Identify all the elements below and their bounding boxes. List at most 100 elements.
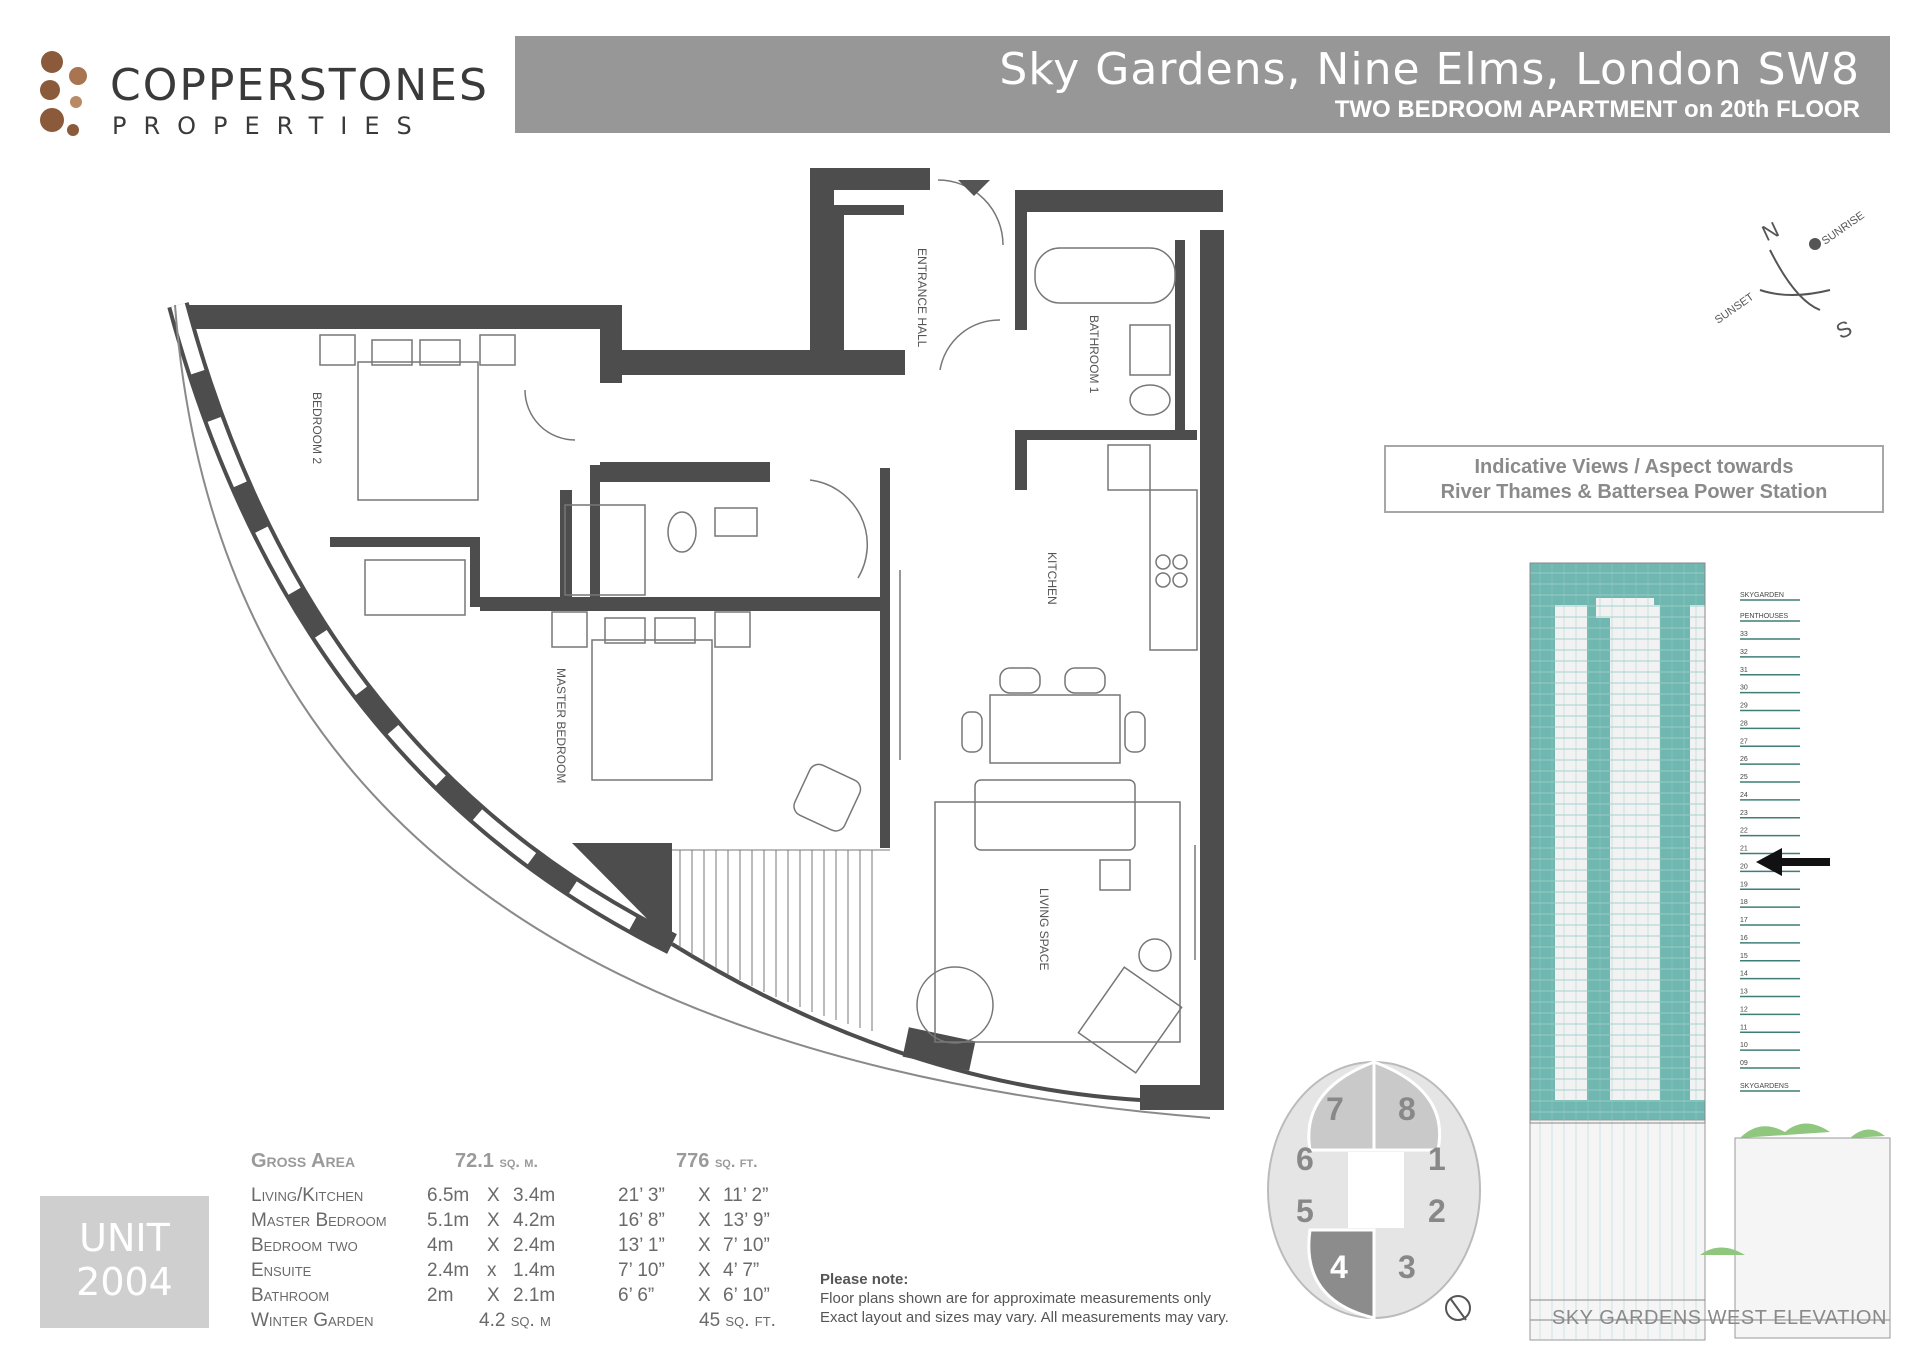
- row-m1: 4m: [427, 1235, 454, 1256]
- row-x2: X: [698, 1185, 711, 1206]
- label-bathroom: BATHROOM 1: [1087, 315, 1101, 394]
- brand-name: COPPERSTONES: [110, 60, 489, 111]
- row-x2: X: [698, 1210, 711, 1231]
- row-i2: 6’ 10”: [723, 1285, 770, 1306]
- label-kitchen: KITCHEN: [1045, 552, 1059, 605]
- row-x1: x: [487, 1260, 497, 1281]
- unit-key-2: 2: [1428, 1193, 1446, 1229]
- floor-label: 16: [1740, 935, 1748, 942]
- header-band: Sky Gardens, Nine Elms, London SW8 TWO B…: [515, 36, 1890, 133]
- row-i1: 16’ 8”: [618, 1210, 665, 1231]
- unit-key-7: 7: [1326, 1091, 1344, 1127]
- label-bedroom-2: BEDROOM 2: [310, 392, 324, 464]
- row-m1: 2.4m: [427, 1260, 470, 1281]
- row-i1: 6’ 6”: [618, 1285, 655, 1306]
- round-table: [916, 966, 994, 1044]
- floor-label: 12: [1740, 1006, 1748, 1013]
- elev-label-penthouses: PENTHOUSES: [1740, 613, 1789, 620]
- kitchen-counter: [1149, 489, 1198, 651]
- bath: [1034, 247, 1176, 304]
- logo-dots-icon: [40, 51, 87, 136]
- note-line-1: Floor plans shown are for approximate me…: [820, 1290, 1212, 1307]
- elev-label-skygardens: SKYGARDENS: [1740, 1083, 1789, 1090]
- row-i2: 13’ 9”: [723, 1210, 770, 1231]
- unit-key-highlight: [1307, 1228, 1376, 1320]
- floor-label: 27: [1740, 738, 1748, 745]
- row-m1: 6.5m: [427, 1185, 470, 1206]
- facade-glazing: [171, 303, 676, 951]
- gross-imperial-unit: sq. ft.: [714, 1154, 758, 1171]
- gross-metric-value: 72.1: [455, 1150, 494, 1172]
- note-title: Please note:: [820, 1271, 909, 1288]
- row-imperial: 45 sq. ft.: [699, 1310, 776, 1331]
- gross-metric-unit: sq. m.: [499, 1154, 538, 1171]
- row-name: Master Bedroom: [251, 1210, 387, 1231]
- winter-garden-hatch: [672, 849, 890, 1031]
- unit-key-3: 3: [1398, 1249, 1416, 1285]
- row-i2: 7’ 10”: [723, 1235, 770, 1256]
- page-subtitle: TWO BEDROOM APARTMENT on 20th FLOOR: [1334, 96, 1860, 123]
- row-m2: 1.4m: [513, 1260, 556, 1281]
- row-m2: 2.4m: [513, 1235, 556, 1256]
- floor-label: 14: [1740, 971, 1748, 978]
- floor-label: 11: [1740, 1024, 1747, 1031]
- compass-needle-icon: [1769, 249, 1821, 311]
- row-i2: 4’ 7”: [723, 1260, 760, 1281]
- floor-label: 09: [1740, 1060, 1748, 1067]
- floor-label: 20: [1740, 863, 1748, 870]
- row-name: Living/Kitchen: [251, 1185, 364, 1206]
- floor-label: 25: [1740, 774, 1748, 781]
- unit-badge-number: 2004: [76, 1260, 173, 1304]
- compass-sunrise: SUNRISE: [1820, 210, 1867, 248]
- row-m1: 2m: [427, 1285, 454, 1306]
- floor-label: 10: [1740, 1042, 1748, 1049]
- floor-label: 23: [1740, 810, 1748, 817]
- gross-area-metric: 72.1 sq. m.: [455, 1150, 538, 1173]
- outer-balcony-line: [174, 304, 1211, 1119]
- floor-label: 21: [1740, 846, 1748, 853]
- elevation-caption: SKY GARDENS WEST ELEVATION: [1552, 1307, 1887, 1329]
- views-line-2: River Thames & Battersea Power Station: [1440, 481, 1828, 503]
- floor-label: 29: [1740, 703, 1748, 710]
- gross-area-label: Gross Area: [251, 1150, 356, 1172]
- floor-label: 30: [1740, 685, 1748, 692]
- note-line-2: Exact layout and sizes may vary. All mea…: [820, 1309, 1229, 1326]
- building-elevation: 3332313029282726252423222120191817161514…: [1529, 562, 1891, 1341]
- unit-key-8: 8: [1398, 1091, 1416, 1127]
- furniture: [319, 179, 1198, 1074]
- unit-key-4: 4: [1330, 1249, 1348, 1285]
- row-m2: 4.2m: [513, 1210, 556, 1231]
- row-x2: X: [698, 1235, 711, 1256]
- label-master-bedroom: MASTER BEDROOM: [554, 668, 568, 783]
- floor-label: 33: [1740, 631, 1748, 638]
- unit-badge: UNIT 2004: [40, 1196, 209, 1328]
- views-line-1: Indicative Views / Aspect towards: [1474, 456, 1794, 478]
- row-m1: 5.1m: [427, 1210, 470, 1231]
- label-living-space: LIVING SPACE: [1037, 888, 1051, 970]
- row-i2: 11’ 2”: [723, 1185, 769, 1206]
- compass-north: N: [1758, 217, 1783, 246]
- views-note-box: Indicative Views / Aspect towards River …: [1384, 445, 1884, 513]
- row-x1: X: [487, 1210, 500, 1231]
- elev-label-skygarden: SKYGARDEN: [1740, 592, 1784, 599]
- floor-label: 13: [1740, 989, 1748, 996]
- unit-key: 7 8 6 1 5 2 4 3: [1267, 1059, 1481, 1321]
- label-entrance-hall: ENTRANCE HALL: [915, 248, 929, 348]
- unit-key-1: 1: [1428, 1141, 1446, 1177]
- compass-sunset: SUNSET: [1713, 291, 1757, 327]
- floor-label: 31: [1740, 667, 1748, 674]
- row-x1: X: [487, 1235, 500, 1256]
- brand-subtitle: PROPERTIES: [112, 112, 429, 140]
- rug: [934, 801, 1181, 1043]
- floor-label: 32: [1740, 649, 1748, 656]
- bed-2: [357, 361, 479, 501]
- row-m2: 2.1m: [513, 1285, 556, 1306]
- row-name: Ensuite: [251, 1260, 312, 1281]
- row-name: Bathroom: [251, 1285, 330, 1306]
- row-x2: X: [698, 1260, 711, 1281]
- row-x1: X: [487, 1185, 500, 1206]
